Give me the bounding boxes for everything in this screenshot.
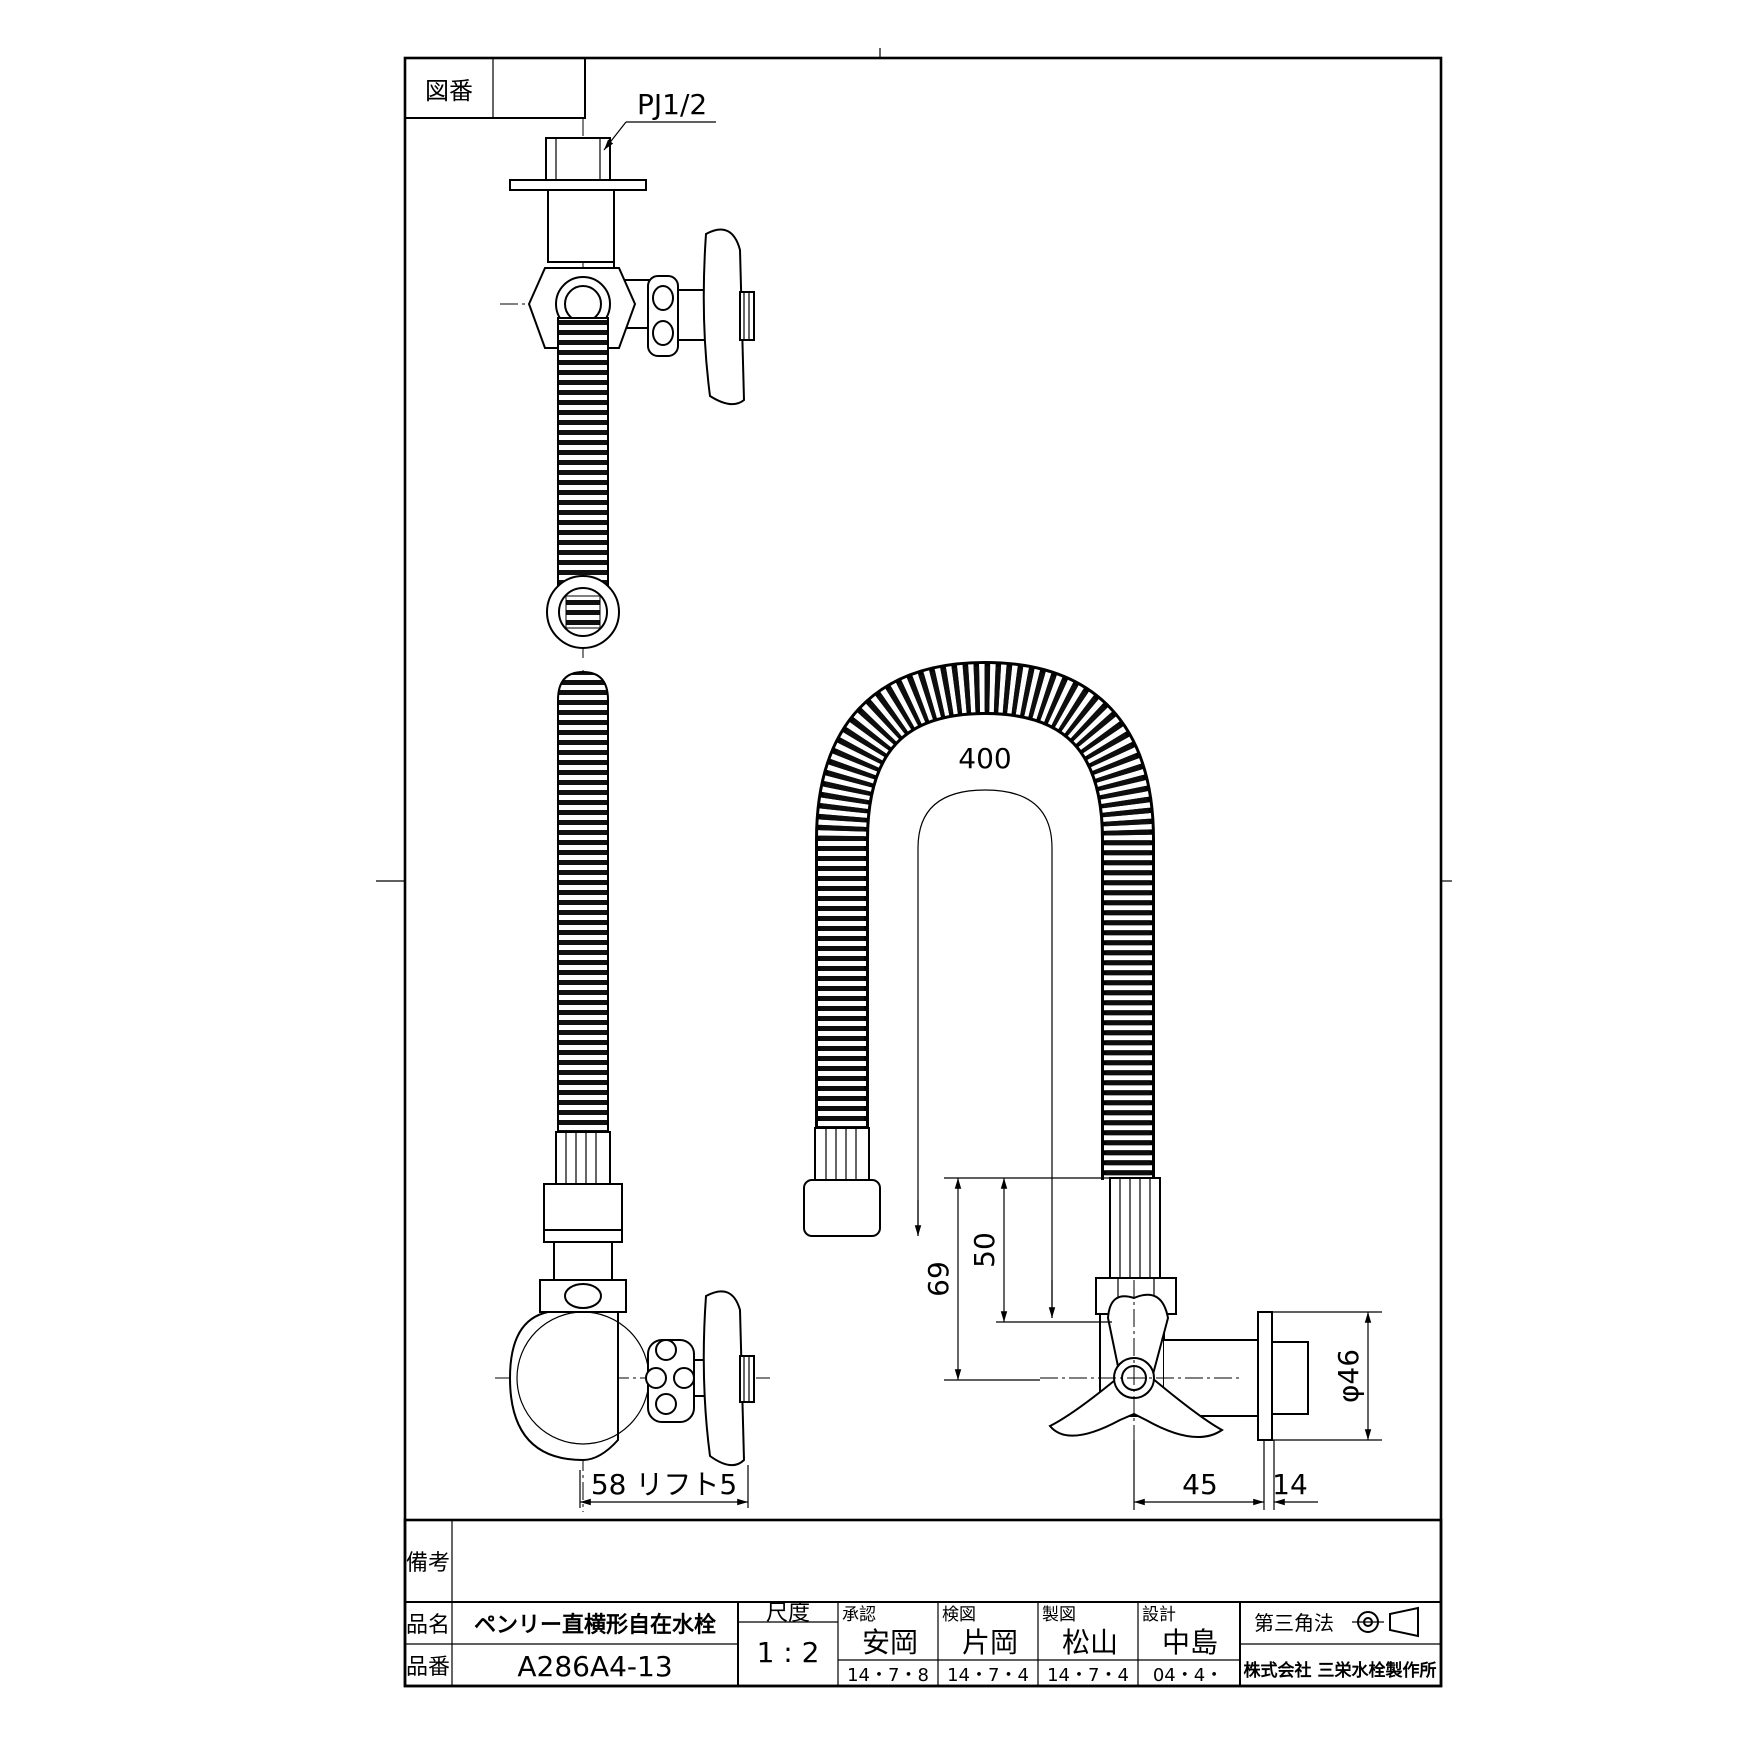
approval-name-1: 安岡 bbox=[862, 1626, 918, 1659]
approval-role-4: 設計 bbox=[1142, 1605, 1176, 1625]
approval-name-2: 片岡 bbox=[962, 1626, 1018, 1659]
dimension-dia46-text: φ46 bbox=[1332, 1349, 1365, 1403]
scale-label: 尺度 bbox=[766, 1601, 810, 1626]
drawing-number-box: 図番 bbox=[404, 57, 586, 119]
remarks-label: 備考 bbox=[406, 1551, 450, 1576]
dimension-45-14: 45 14 bbox=[1133, 1440, 1318, 1510]
projection-label: 第三角法 bbox=[1254, 1611, 1334, 1635]
dimension-dia46: φ46 bbox=[1270, 1311, 1382, 1441]
dimension-69-text: 69 bbox=[922, 1261, 955, 1297]
side-view-lower bbox=[495, 670, 770, 1512]
side-view-upper bbox=[500, 118, 755, 660]
approval-name-4: 中島 bbox=[1162, 1626, 1218, 1659]
drawing-number-label: 図番 bbox=[425, 77, 473, 105]
dimension-58-text: 58 リフト5 bbox=[591, 1468, 737, 1501]
approval-date-1: 14・7・8 bbox=[847, 1665, 929, 1686]
title-block: 備考 品名 ペンリー直横形自在水栓 品番 A286A4-13 尺度 1 : 2 … bbox=[403, 1518, 1443, 1688]
number-label: 品番 bbox=[406, 1655, 450, 1680]
name-value: ペンリー直横形自在水栓 bbox=[474, 1612, 716, 1638]
number-value: A286A4-13 bbox=[517, 1650, 672, 1683]
approval-date-2: 14・7・4 bbox=[947, 1665, 1029, 1686]
approval-role-1: 承認 bbox=[842, 1605, 876, 1625]
approval-date-3: 14・7・4 bbox=[1047, 1665, 1129, 1686]
front-view bbox=[803, 660, 1309, 1508]
dimension-50-text: 50 bbox=[968, 1232, 1001, 1268]
third-angle-projection-icon bbox=[1352, 1606, 1419, 1638]
company-name: 株式会社 三栄水栓製作所 bbox=[1244, 1660, 1437, 1681]
approval-date-4: 04・4・ bbox=[1153, 1665, 1223, 1686]
scale-value: 1 : 2 bbox=[757, 1636, 820, 1669]
name-label: 品名 bbox=[406, 1613, 450, 1638]
approval-role-2: 検図 bbox=[942, 1605, 976, 1625]
dimension-69-50: 69 50 bbox=[922, 1177, 1116, 1381]
approval-role-3: 製図 bbox=[1042, 1605, 1076, 1625]
thread-callout-text: PJ1/2 bbox=[637, 88, 707, 121]
dimension-400: 400 bbox=[914, 742, 1056, 1318]
dimension-400-text: 400 bbox=[958, 742, 1011, 775]
thread-callout: PJ1/2 bbox=[603, 88, 716, 151]
dimension-58: 58 リフト5 bbox=[579, 1465, 749, 1508]
approval-name-3: 松山 bbox=[1062, 1626, 1118, 1659]
dimension-14-text: 14 bbox=[1272, 1468, 1308, 1501]
dimension-45-text: 45 bbox=[1182, 1468, 1218, 1501]
